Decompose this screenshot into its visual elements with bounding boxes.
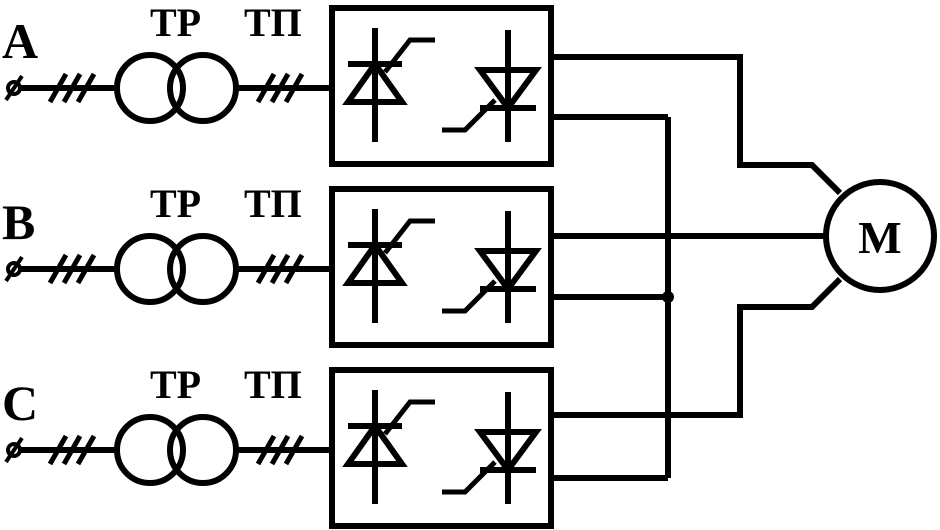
- converter-box: [329, 186, 554, 348]
- converter-label: TП: [244, 362, 302, 407]
- transformer-icon: [114, 52, 239, 124]
- phase-row-a: A TP TП: [2, 0, 554, 167]
- phase-row-c: C TP TП: [2, 362, 554, 529]
- phase-row-b: B TP TП: [2, 181, 554, 348]
- transformer-label: TP: [150, 0, 201, 45]
- three-phase-marks-icon: [47, 434, 97, 466]
- converter-label: TП: [244, 0, 302, 45]
- transformer-label: TP: [150, 362, 201, 407]
- terminal-icon: [4, 255, 24, 283]
- thyristor-icon: [442, 211, 542, 323]
- converter-box: [329, 5, 554, 167]
- thyristor-icon: [442, 392, 542, 504]
- three-phase-marks-icon: [47, 72, 97, 104]
- transformer-label: TP: [150, 181, 201, 226]
- terminal-icon: [4, 74, 24, 102]
- motor-circle: [823, 179, 937, 293]
- transformer-icon: [114, 414, 239, 486]
- phase-label: A: [2, 13, 38, 69]
- terminal-icon: [4, 436, 24, 464]
- three-phase-marks-icon: [47, 253, 97, 285]
- thyristor-icon: [342, 209, 435, 323]
- wire-c-to-motor: [551, 276, 843, 418]
- phase-label: C: [2, 375, 38, 431]
- motor: M: [823, 179, 937, 293]
- phase-label: B: [2, 194, 35, 250]
- three-phase-marks-icon: [255, 253, 305, 285]
- wire-a-to-motor: [551, 54, 843, 196]
- output-wiring: [551, 54, 843, 481]
- converter-box: [329, 367, 554, 529]
- junction-dot: [662, 291, 674, 303]
- transformer-icon: [114, 233, 239, 305]
- thyristor-icon: [342, 28, 435, 142]
- motor-label: M: [858, 212, 901, 263]
- three-phase-marks-icon: [255, 72, 305, 104]
- thyristor-icon: [342, 390, 435, 504]
- converter-label: TП: [244, 181, 302, 226]
- thyristor-icon: [442, 30, 542, 142]
- three-phase-marks-icon: [255, 434, 305, 466]
